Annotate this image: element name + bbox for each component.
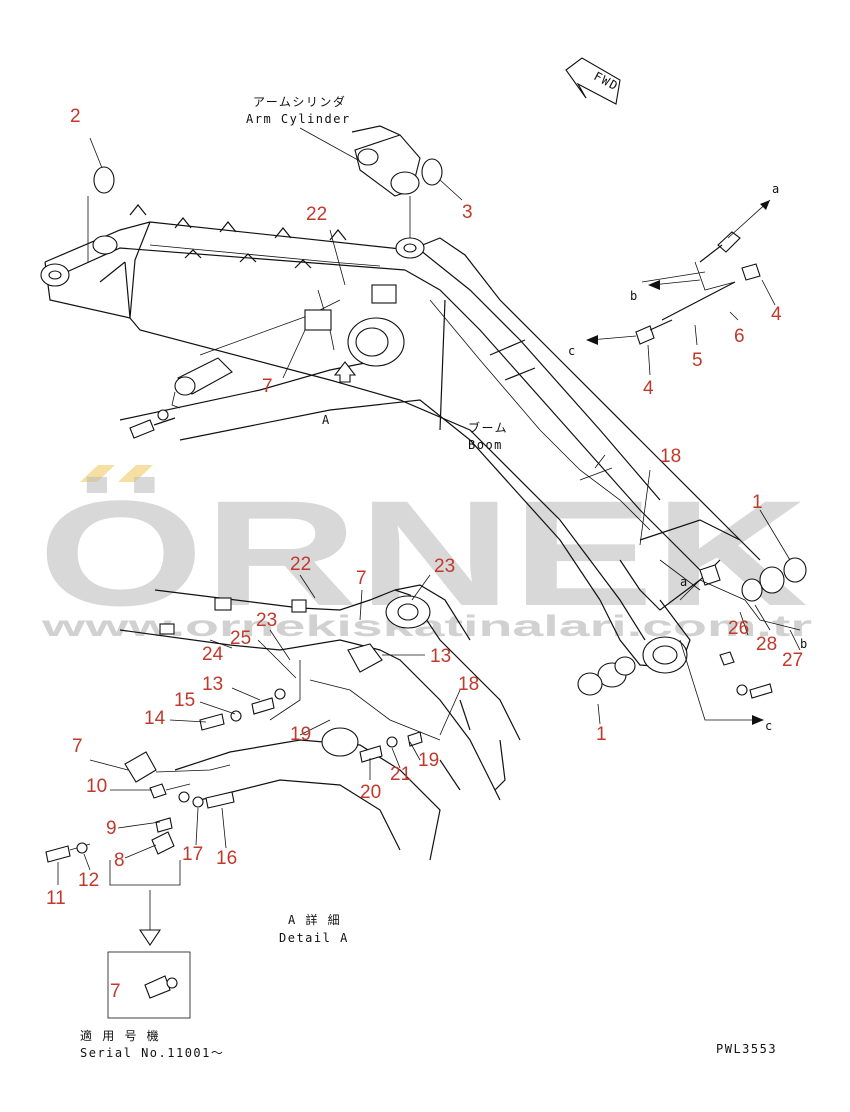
callout-18: 18 xyxy=(660,446,681,467)
callout-detail-20: 20 xyxy=(360,782,381,803)
callout-detail-13-right: 13 xyxy=(430,646,451,667)
serial-jp-label: 適 用 号 機 xyxy=(80,1028,160,1043)
arm-cylinder-jp: アームシリンダ xyxy=(253,94,346,109)
callout-26: 26 xyxy=(728,618,749,639)
callout-detail-23-left: 23 xyxy=(256,610,277,631)
arrow-label-a: a xyxy=(772,182,781,196)
callout-detail-19-left: 19 xyxy=(290,724,311,745)
callout-27: 27 xyxy=(782,650,803,671)
callout-detail-13-left: 13 xyxy=(202,674,223,695)
drawing-number: PWL3553 xyxy=(716,1042,777,1056)
callout-2: 2 xyxy=(70,106,81,127)
boom-jp-label: ブーム xyxy=(468,420,508,435)
callout-detail-16: 16 xyxy=(216,848,237,869)
callout-detail-17: 17 xyxy=(182,844,203,865)
arrow-label-a2: a xyxy=(680,575,689,589)
callout-numbers: 2 3 22 7 4 6 5 4 18 1 1 26 28 27 22 7 23… xyxy=(46,106,803,1002)
view-a-label: A xyxy=(322,413,331,427)
callout-detail-23-right: 23 xyxy=(434,556,455,577)
callout-detail-12: 12 xyxy=(78,870,99,891)
detail-a-view xyxy=(45,584,521,1019)
callout-detail-18: 18 xyxy=(458,674,479,695)
detail-jp-label: A 詳 細 xyxy=(288,912,341,927)
callout-detail-10: 10 xyxy=(86,776,107,797)
callout-detail-24: 24 xyxy=(202,644,224,665)
callout-22: 22 xyxy=(306,204,327,225)
detail-en-label: Detail A xyxy=(279,931,349,945)
callout-7: 7 xyxy=(262,376,273,397)
serial-en-label: Serial No.11001～ xyxy=(80,1046,224,1060)
arm-cylinder-en: Arm Cylinder xyxy=(246,112,351,126)
arrow-label-b: b xyxy=(630,289,639,303)
callout-detail-8: 8 xyxy=(114,850,125,871)
callout-detail-25: 25 xyxy=(230,628,251,649)
callout-3: 3 xyxy=(462,202,473,223)
callout-inset-7: 7 xyxy=(110,981,121,1002)
callout-detail-7-left: 7 xyxy=(72,736,83,757)
callout-28: 28 xyxy=(756,634,777,655)
callout-detail-7: 7 xyxy=(356,568,367,589)
callout-4-top: 4 xyxy=(771,304,782,325)
callout-detail-19-right: 19 xyxy=(418,750,439,771)
callout-detail-11: 11 xyxy=(46,888,66,909)
arrow-label-c2: c xyxy=(765,719,774,733)
arrow-label-b2: b xyxy=(800,637,809,651)
boom-en-label: Boom xyxy=(468,438,503,452)
callout-detail-15: 15 xyxy=(174,690,195,711)
callout-detail-14: 14 xyxy=(144,708,166,729)
callout-5: 5 xyxy=(692,350,703,371)
pipe-cluster-right xyxy=(586,199,771,345)
callout-6: 6 xyxy=(734,326,745,347)
boom-main-view xyxy=(40,125,761,674)
callout-1-bottom: 1 xyxy=(596,724,607,745)
callout-1-top: 1 xyxy=(752,492,763,513)
callout-4-bottom: 4 xyxy=(643,378,654,399)
bushing-group xyxy=(577,557,807,725)
callout-detail-9: 9 xyxy=(106,818,117,839)
leaders-detail xyxy=(57,574,461,885)
callout-detail-21: 21 xyxy=(390,764,411,785)
fwd-arrow: FWD xyxy=(565,57,621,105)
arrow-label-c: c xyxy=(568,344,577,358)
leaders-main xyxy=(87,137,801,725)
callout-detail-22: 22 xyxy=(290,554,311,575)
